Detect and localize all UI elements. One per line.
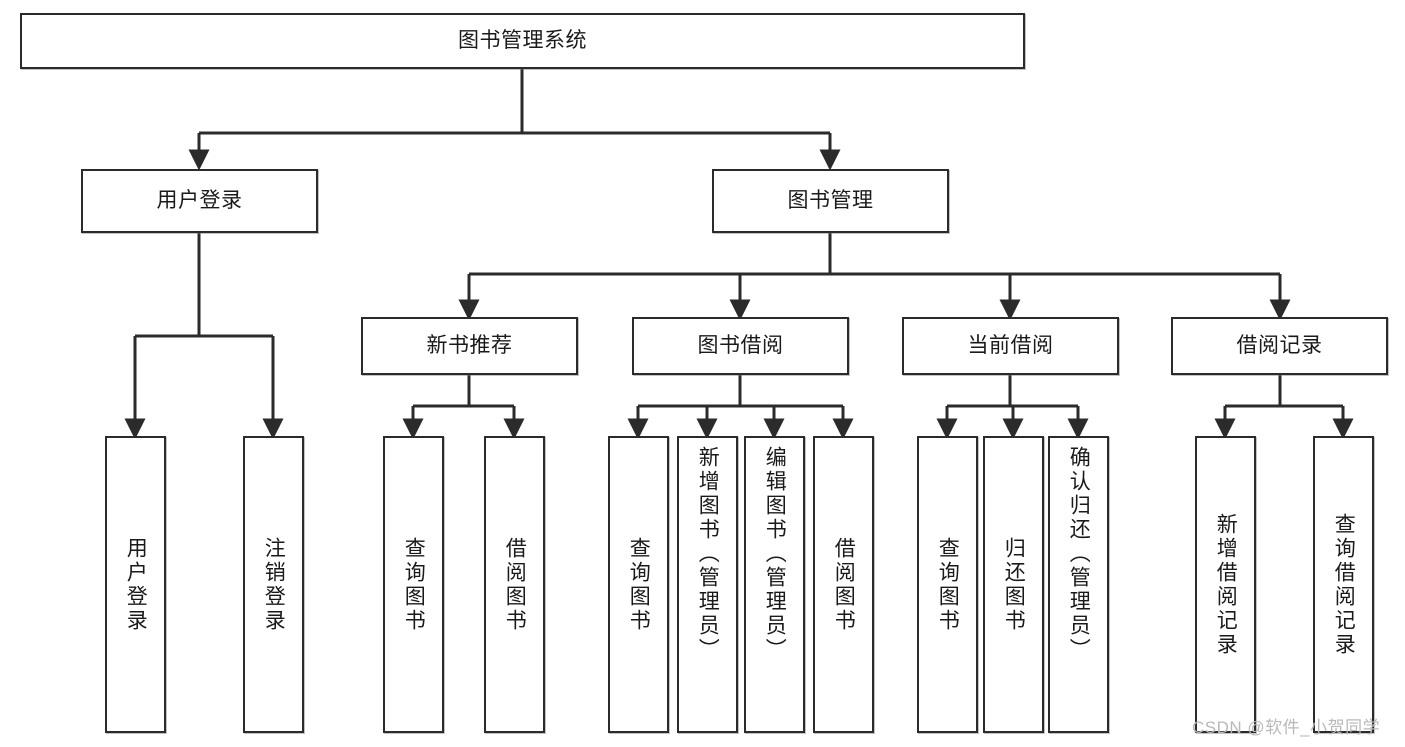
node-label: 新书推荐 <box>426 334 513 358</box>
node-user-login[interactable]: 用户登录 <box>81 169 318 233</box>
node-label: 查询图书 <box>402 536 426 633</box>
node-label: 查询图书 <box>627 536 651 633</box>
node-label: 图书管理 <box>787 189 874 213</box>
node-label: 借阅记录 <box>1236 334 1323 358</box>
leaf-current-query-book[interactable]: 查询图书 <box>917 436 978 733</box>
node-root-system[interactable]: 图书管理系统 <box>20 13 1025 69</box>
node-label: 图书管理系统 <box>458 29 587 53</box>
node-label: 图书借阅 <box>697 334 784 358</box>
node-book-borrow[interactable]: 图书借阅 <box>632 317 849 375</box>
node-label: 查询图书 <box>936 536 960 633</box>
node-label: 确认归还（管理员） <box>1067 446 1091 662</box>
node-label: 当前借阅 <box>967 334 1054 358</box>
node-label: 注销登录 <box>262 536 286 633</box>
node-new-book-recommend[interactable]: 新书推荐 <box>361 317 578 375</box>
node-label: 用户登录 <box>124 536 148 633</box>
csdn-watermark: CSDN @软件_小贺同学 <box>1192 718 1381 737</box>
node-label: 新增借阅记录 <box>1214 512 1238 657</box>
node-label: 编辑图书（管理员） <box>763 446 787 662</box>
leaf-recommend-borrow-book[interactable]: 借阅图书 <box>484 436 545 733</box>
node-current-borrow[interactable]: 当前借阅 <box>902 317 1119 375</box>
node-label: 用户登录 <box>156 189 243 213</box>
leaf-borrow-edit-book-admin[interactable]: 编辑图书（管理员） <box>744 436 805 733</box>
leaf-borrow-borrow-book[interactable]: 借阅图书 <box>813 436 874 733</box>
leaf-recommend-query-book[interactable]: 查询图书 <box>383 436 444 733</box>
leaf-record-query-record[interactable]: 查询借阅记录 <box>1313 436 1374 733</box>
node-borrow-record[interactable]: 借阅记录 <box>1171 317 1388 375</box>
leaf-record-add-record[interactable]: 新增借阅记录 <box>1195 436 1256 733</box>
leaf-borrow-add-book-admin[interactable]: 新增图书（管理员） <box>677 436 738 733</box>
node-book-management[interactable]: 图书管理 <box>712 169 949 233</box>
leaf-user-login-signout[interactable]: 注销登录 <box>243 436 304 733</box>
node-label: 新增图书（管理员） <box>696 446 720 662</box>
node-label: 借阅图书 <box>832 536 856 633</box>
leaf-current-return-book[interactable]: 归还图书 <box>983 436 1044 733</box>
leaf-current-confirm-return-admin[interactable]: 确认归还（管理员） <box>1048 436 1109 733</box>
leaf-borrow-query-book[interactable]: 查询图书 <box>608 436 669 733</box>
node-label: 查询借阅记录 <box>1332 512 1356 657</box>
leaf-user-login-signin[interactable]: 用户登录 <box>105 436 166 733</box>
node-label: 借阅图书 <box>503 536 527 633</box>
node-label: 归还图书 <box>1002 536 1026 633</box>
